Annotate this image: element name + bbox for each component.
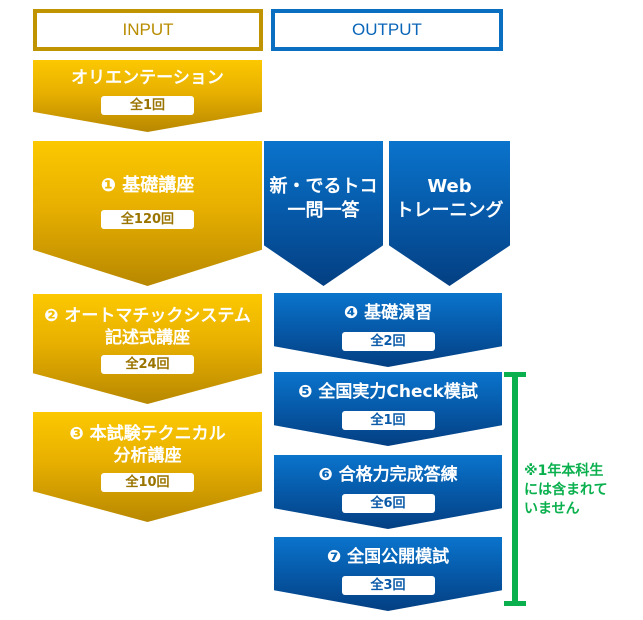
exclusion-note: ※1年本科生 には含まれて いません xyxy=(524,463,608,517)
step-4-basic-exercise: ❹ 基礎演習 全2回 xyxy=(274,293,502,367)
step-3-exam-analysis-course: ❸ 本試験テクニカル 分析講座 全10回 xyxy=(33,412,262,522)
step-count: 全10回 xyxy=(101,473,194,492)
step-6-pass-completion-drill: ❻ 合格力完成答練 全6回 xyxy=(274,455,502,529)
step-number: ❼ xyxy=(326,547,342,567)
step-title: ❸ 本試験テクニカル xyxy=(69,424,226,444)
step-number: ❹ xyxy=(343,303,359,323)
step-count: 全24回 xyxy=(101,355,194,374)
step-number: ❶ xyxy=(100,175,116,196)
step-title: ❻ 合格力完成答練 xyxy=(318,465,458,485)
bracket-bottom-cap xyxy=(504,601,526,606)
step-count: 全6回 xyxy=(341,494,435,513)
step-count: 全3回 xyxy=(341,576,435,595)
step-title: オリエンテーション xyxy=(71,68,224,88)
step-number: ❺ xyxy=(298,382,313,402)
step-title: ❷ オートマチックシステム xyxy=(44,306,251,326)
input-header: INPUT xyxy=(33,9,263,51)
step-title: ❼ 全国公開模試 xyxy=(326,547,450,567)
step-count: 全120回 xyxy=(101,210,194,229)
step-orientation: オリエンテーション 全1回 xyxy=(33,60,262,132)
step-1-basic-course: ❶ 基礎講座 全120回 xyxy=(33,141,262,286)
step-5-national-check-exam: ❺ 全国実力Check模試 全1回 xyxy=(274,372,502,446)
step-count: 全2回 xyxy=(341,332,435,351)
step-7-national-open-exam: ❼ 全国公開模試 全3回 xyxy=(274,537,502,611)
output-header: OUTPUT xyxy=(271,9,503,51)
step-count: 全1回 xyxy=(101,96,194,115)
step-count: 全1回 xyxy=(341,411,435,430)
tool-web-training: Web トレーニング xyxy=(389,141,510,286)
step-title: ❶ 基礎講座 xyxy=(100,175,195,196)
step-2-auto-system-course: ❷ オートマチックシステム 記述式講座 全24回 xyxy=(33,294,262,404)
bracket-line xyxy=(512,372,518,606)
step-title: ❺ 全国実力Check模試 xyxy=(298,382,478,402)
tool-question-answer: 新・でるトコ 一問一答 xyxy=(264,141,383,286)
step-number: ❻ xyxy=(318,465,333,485)
step-number: ❷ xyxy=(44,306,59,326)
step-number: ❸ xyxy=(69,424,84,444)
step-title: ❹ 基礎演習 xyxy=(343,303,433,323)
